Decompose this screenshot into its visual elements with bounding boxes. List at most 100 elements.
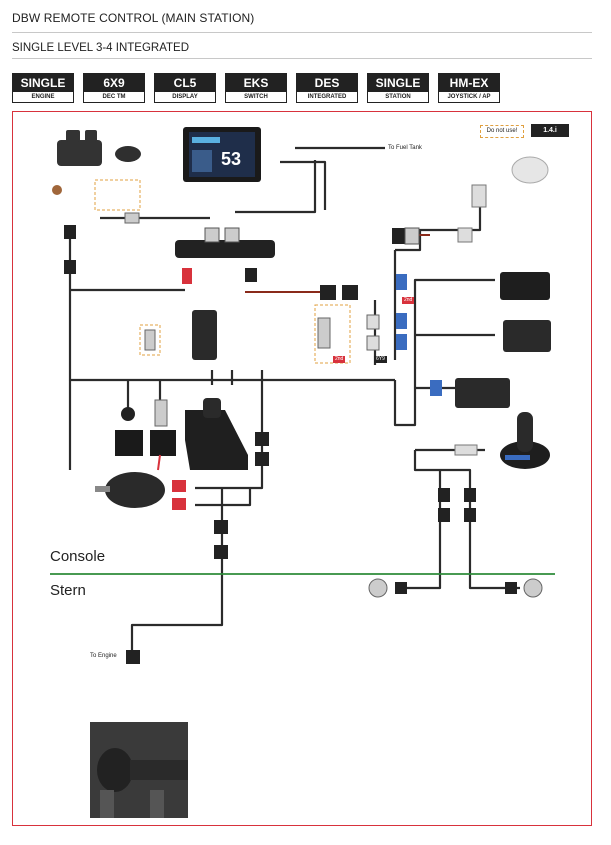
badge-value: 6X9 — [84, 74, 144, 92]
do-not-use-notice: Do not use! — [480, 125, 524, 138]
right-trunk-cable — [393, 278, 495, 427]
badge-caption: STATION — [368, 92, 428, 102]
connector-2 — [64, 260, 76, 274]
optional-sensor-box — [139, 324, 161, 356]
gateway-module — [192, 310, 217, 360]
remote-fob — [115, 146, 141, 162]
stern-sensor — [368, 578, 388, 598]
helm-connector — [172, 480, 186, 492]
version-badge: 1.4.i — [531, 124, 569, 137]
plug — [124, 212, 140, 224]
badge-caption: ENGINE — [13, 92, 73, 102]
connector — [64, 225, 76, 239]
des-connector — [320, 285, 336, 300]
blue-connector-3 — [396, 334, 407, 350]
badge-caption: JOYSTICK / AP — [439, 92, 499, 102]
badge-caption: SWITCH — [226, 92, 286, 102]
connector-3 — [438, 488, 450, 502]
title-divider — [12, 32, 592, 33]
optional-key-box — [94, 179, 141, 211]
badge-caption: DISPLAY — [155, 92, 215, 102]
hub-connector-2 — [404, 227, 420, 245]
fuel-tank-label: To Fuel Tank — [388, 145, 422, 151]
stern-connector-2 — [505, 582, 517, 594]
sensor-plug — [144, 329, 156, 351]
control-lever — [185, 398, 248, 470]
lever-cable-2 — [195, 488, 252, 507]
joystick-plug — [454, 444, 478, 456]
network-hub — [175, 227, 275, 284]
engine-connector-2 — [214, 545, 228, 559]
engine-cable — [130, 488, 224, 650]
engine-label: To Engine — [90, 653, 117, 659]
switch-plug — [154, 399, 168, 427]
badge-value: CL5 — [155, 74, 215, 92]
engine-ecu — [57, 130, 102, 166]
badge-value: DES — [297, 74, 357, 92]
badge-value: EKS — [226, 74, 286, 92]
stop-switch — [150, 430, 176, 456]
display-speed-readout: 53 — [221, 149, 241, 169]
hub-connector — [392, 228, 406, 244]
fuse-holder — [52, 185, 62, 195]
blue-connector-4 — [430, 380, 442, 396]
badge-value: SINGLE — [368, 74, 428, 92]
badge-value: HM-EX — [439, 74, 499, 92]
badge-caption: DEC TM — [84, 92, 144, 102]
helm-connector-2 — [172, 498, 186, 510]
autopilot-module — [455, 378, 510, 408]
diagram-frame — [12, 111, 592, 826]
switch-panel — [500, 272, 550, 300]
console-zone-label: Console — [50, 548, 106, 565]
des-plug-3 — [366, 335, 380, 351]
second-tag-2: 2nd — [402, 297, 415, 304]
gps-plug — [457, 227, 473, 243]
stern-zone-label: Stern — [50, 582, 86, 599]
page-title: DBW REMOTE CONTROL (MAIN STATION) — [12, 11, 255, 25]
code-tag: 6Y9 — [374, 356, 387, 363]
stern-cable-right — [468, 540, 520, 590]
steering-helm — [95, 472, 165, 508]
lever-cable — [195, 370, 264, 490]
engine-plug — [126, 650, 140, 664]
second-tag: 2nd — [333, 356, 346, 363]
subtitle-divider — [12, 58, 592, 59]
lever-connector — [255, 432, 269, 446]
gps-antenna — [511, 156, 549, 184]
joystick-drop-cable — [413, 450, 472, 540]
stern-sensor-2 — [523, 578, 543, 598]
connector-6 — [464, 508, 476, 522]
joystick — [500, 412, 550, 469]
outboard-engine — [90, 722, 188, 818]
main-switch — [115, 430, 143, 456]
buzzer — [121, 407, 135, 421]
display-hub-cable — [280, 160, 327, 210]
connector-4 — [464, 488, 476, 502]
engine-connector — [214, 520, 228, 534]
blue-connector — [396, 274, 407, 290]
display-cable — [235, 160, 317, 214]
display-unit — [183, 127, 261, 182]
gps-connector — [471, 184, 487, 208]
connector-5 — [438, 508, 450, 522]
optional-des-box — [314, 304, 351, 364]
control-module — [503, 320, 551, 352]
gps-cable — [395, 200, 482, 252]
badge-caption: INTEGRATED — [297, 92, 357, 102]
lever-connector-2 — [255, 452, 269, 466]
des-connector-2 — [342, 285, 358, 300]
des-plug-2 — [366, 314, 380, 330]
page-subtitle: SINGLE LEVEL 3-4 INTEGRATED — [12, 42, 190, 54]
badge-value: SINGLE — [13, 74, 73, 92]
stern-cable-left — [400, 470, 442, 590]
lanyard-cord — [157, 454, 161, 471]
blue-connector-2 — [396, 313, 407, 329]
